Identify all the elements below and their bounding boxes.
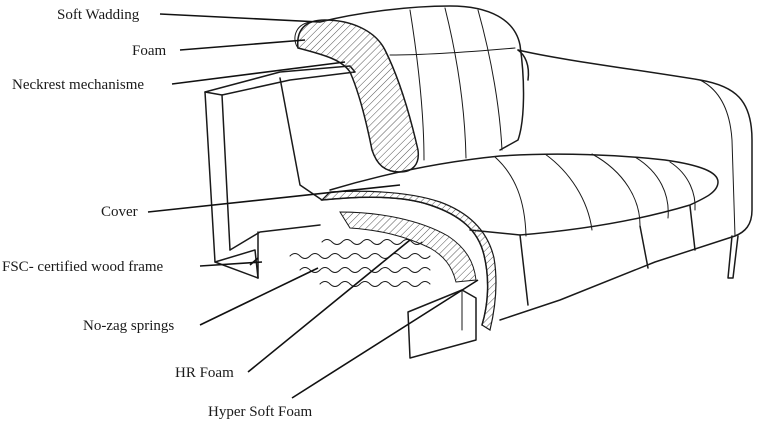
leader-cover bbox=[147, 184, 401, 213]
label-hr-foam: HR Foam bbox=[175, 365, 234, 381]
label-cover: Cover bbox=[101, 204, 138, 220]
leader-neckrest bbox=[171, 61, 346, 85]
leader-hyper-soft-foam bbox=[291, 279, 479, 399]
seat-cushion bbox=[329, 153, 719, 306]
leader-soft-wadding bbox=[159, 13, 321, 23]
label-soft-wadding: Soft Wadding bbox=[57, 7, 140, 23]
label-springs: No-zag springs bbox=[83, 318, 174, 334]
label-frame: FSC- certified wood frame bbox=[2, 259, 164, 275]
leader-frame-2 bbox=[199, 261, 263, 267]
leader-frame bbox=[249, 257, 259, 266]
leader-lines bbox=[147, 13, 479, 399]
labels: Soft Wadding Foam Neckrest mechanisme Co… bbox=[2, 7, 312, 420]
seat-foam-section bbox=[320, 190, 497, 359]
backrest-cushion bbox=[319, 5, 525, 161]
sofa-right-arm bbox=[499, 49, 753, 321]
label-neckrest: Neckrest mechanisme bbox=[12, 77, 144, 93]
label-hyper-soft-foam: Hyper Soft Foam bbox=[208, 404, 312, 420]
label-foam: Foam bbox=[132, 43, 167, 59]
no-zag-springs bbox=[289, 239, 431, 287]
back-foam-section bbox=[294, 19, 420, 173]
leader-hr-foam bbox=[247, 239, 411, 373]
wood-frame bbox=[204, 65, 356, 279]
leader-springs bbox=[199, 267, 319, 326]
leader-foam bbox=[179, 39, 306, 51]
